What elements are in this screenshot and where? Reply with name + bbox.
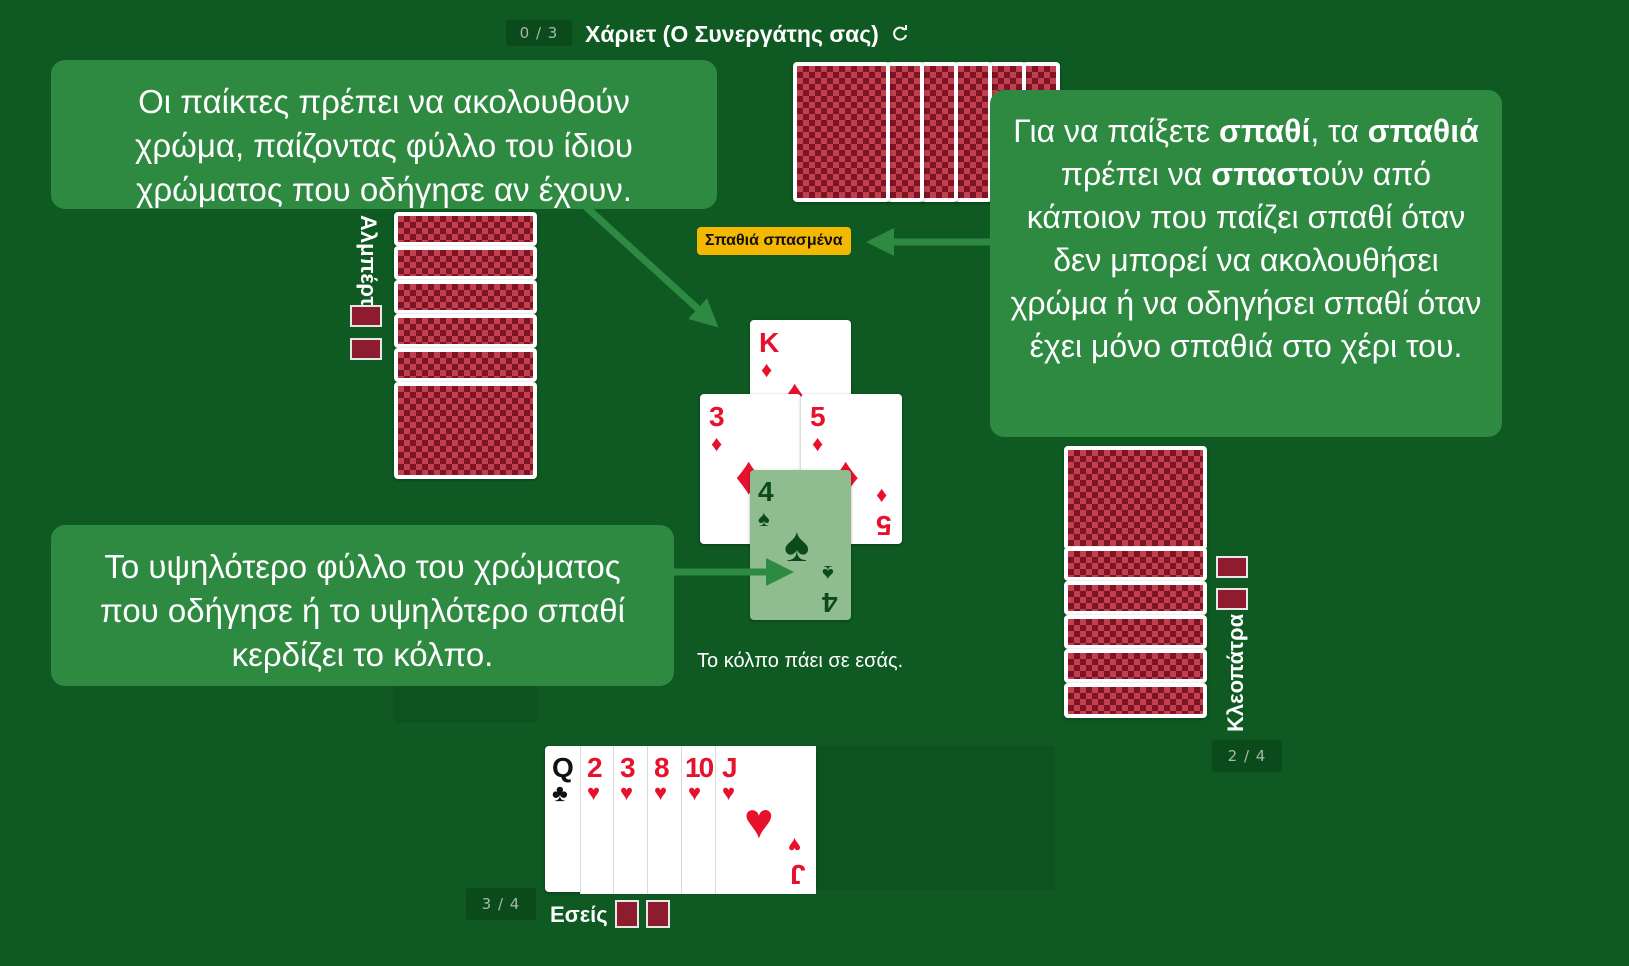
diamond-icon: ♦ <box>711 431 723 456</box>
trick-won-indicator <box>1216 588 1248 610</box>
card-rank: 8 <box>654 752 670 783</box>
card-back <box>394 348 537 382</box>
tip-spades-broken: Για να παίξετε σπαθί, τα σπαθιά πρέπει ν… <box>990 90 1502 437</box>
refresh-icon[interactable] <box>890 24 910 44</box>
card-rank: Q <box>552 752 574 783</box>
card-back <box>1064 683 1207 718</box>
trick-won-indicator <box>646 900 670 928</box>
diamond-icon: ♦ <box>812 431 824 456</box>
top-player-score: 0 / 3 <box>506 20 572 46</box>
card-rank: 2 <box>587 752 603 783</box>
card-rank: 3 <box>620 752 636 783</box>
card-back <box>954 62 992 202</box>
card-back <box>1064 581 1207 615</box>
heart-icon: ♥ <box>654 780 668 805</box>
heart-icon: ♥ <box>688 780 702 805</box>
left-player-score-area <box>394 685 537 723</box>
trick-won-indicator <box>1216 556 1248 578</box>
card-back <box>394 280 537 314</box>
card-back <box>1064 615 1207 649</box>
your-score: 3 / 4 <box>466 888 536 920</box>
your-hand: Q ♣ 2 ♥ 3 ♥ 8 ♥ 10 ♥ J ♥ ♥ ♥ J <box>545 746 816 894</box>
tip-follow-suit: Οι παίκτες πρέπει να ακολουθούν χρώμα, π… <box>51 60 717 209</box>
trick-won-indicator <box>615 900 639 928</box>
tip-highest-wins-text: Το υψηλότερο φύλλο του χρώματος που οδήγ… <box>100 548 625 673</box>
club-icon: ♣ <box>552 780 568 807</box>
card-back <box>793 62 890 202</box>
tip-follow-suit-text: Οι παίκτες πρέπει να ακολουθούν χρώμα, π… <box>135 83 633 208</box>
card-rank: 3 <box>709 401 725 432</box>
hand-card-queen-clubs[interactable]: Q ♣ <box>545 746 815 894</box>
trick-won-indicator <box>350 338 382 360</box>
card-rank: 5 <box>810 401 826 432</box>
heart-icon: ♥ <box>620 780 634 805</box>
tip-highest-wins: Το υψηλότερο φύλλο του χρώματος που οδήγ… <box>51 525 674 686</box>
right-player-score: 2 / 4 <box>1212 740 1282 772</box>
card-rank: 4 <box>758 476 774 507</box>
hand-shadow-area <box>815 746 1055 890</box>
spade-icon: ♠ <box>758 506 770 531</box>
arrow-follow-suit <box>582 203 719 328</box>
tip-spades-broken-text: Για να παίξετε σπαθί, τα σπαθιά πρέπει ν… <box>1010 113 1482 364</box>
card-back <box>394 212 537 246</box>
card-back <box>1064 446 1207 550</box>
card-back <box>1064 649 1207 683</box>
heart-icon: ♥ <box>744 793 774 849</box>
trick-card-south: 4 ♠ ♠ ♠ 4 <box>750 470 851 620</box>
hand-card-jack-hearts[interactable]: J ♥ ♥ ♥ J <box>715 746 816 894</box>
card-back <box>394 314 537 348</box>
card-back <box>394 246 537 280</box>
card-rank: K <box>759 327 780 358</box>
trick-status-text: Το κόλπο πάει σε εσάς. <box>697 650 904 672</box>
card-rank: 10 <box>685 752 714 783</box>
card-back <box>394 382 537 479</box>
top-player-name: Χάριετ (Ο Συνεργάτης σας) <box>585 21 879 47</box>
diamond-icon: ♦ <box>761 357 773 382</box>
trick-won-indicator <box>350 305 382 327</box>
card-back <box>886 62 924 202</box>
spades-broken-badge: Σπαθιά σπασμένα <box>697 227 851 255</box>
card-back <box>1064 547 1207 581</box>
card-rank: J <box>722 752 738 783</box>
heart-icon: ♥ <box>587 780 601 805</box>
heart-icon: ♥ <box>722 780 736 805</box>
your-name: Εσείς <box>550 902 608 927</box>
